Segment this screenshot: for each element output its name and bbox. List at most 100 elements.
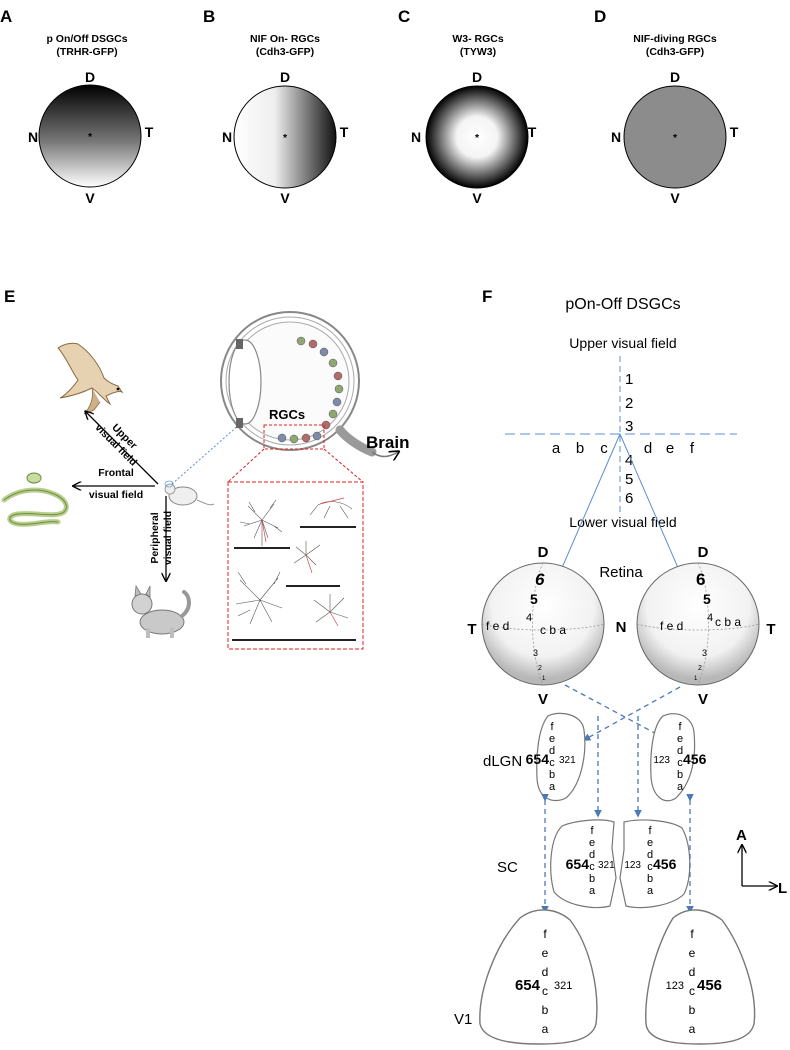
right-dlgn-letter-a: a [677,781,684,793]
nasal-label: N [222,129,232,145]
left-dlgn-nums-654: 654 [526,751,550,767]
hawk-icon [57,342,124,415]
right-dlgn-letter-e: e [677,733,683,745]
center-asterisk: * [475,132,480,144]
left-eye-num-3: 3 [533,648,538,658]
sc-label: SC [497,859,518,876]
right-dlgn-shape [650,713,696,802]
snake-icon [1,472,69,527]
left-v1-shape [479,909,598,1045]
left-eye-letters-cba: c b a [540,623,566,637]
left-eye-num-4: 4 [526,612,532,624]
center-asterisk: * [283,132,288,144]
temporal-label: T [528,124,537,140]
left-dlgn-letter-e: e [549,733,555,745]
vf-number-2: 2 [625,395,633,412]
ventral-label: V [85,190,95,206]
zoom-line-left [227,448,265,483]
right-eye-temporal: T [766,621,775,638]
frontal-field-label-1: Frontal [98,467,134,479]
left-dlgn-shape [536,712,586,802]
dorsal-label: D [670,69,680,85]
right-dlgn-letter-b: b [677,769,683,781]
mouse-icon [164,483,215,506]
right-eye-letters-cba: c b a [715,615,741,629]
ventral-label: V [670,190,680,206]
nasal-label: N [28,129,38,145]
left-eye-num-1: 1 [542,676,546,682]
ventral-label: V [472,190,482,206]
left-sc-letter-c: c [589,861,595,873]
panel-d-label: D [594,7,606,26]
vf-number-5: 5 [625,471,633,488]
right-sc-letter-c: c [647,861,653,873]
right-sc-letter-d: d [647,849,653,861]
retina-disc-a [38,84,142,188]
eye-highlight [164,480,174,488]
anterior-axis-label: A [736,827,747,844]
panel-a-title-2: (TRHR-GFP) [56,46,117,58]
zoom-line-right [323,448,364,483]
rgcs-label: RGCs [269,407,305,422]
vf-number-6: 6 [625,490,633,507]
left-dlgn-letter-d: d [549,745,555,757]
right-eye-sphere [636,562,760,686]
panel-a-label: A [0,7,12,26]
left-sc-letter-d: d [589,849,595,861]
peripheral-field-label-1: Peripheral [149,512,161,563]
right-v1-nums-456: 456 [697,977,722,994]
panel-c-title-2: (TYW3) [460,46,496,58]
panel-b-label: B [203,7,215,26]
right-sc-letter-f: f [648,825,652,837]
left-dlgn-letter-f: f [550,721,554,733]
panel-d: D NIF-diving RGCs (Cdh3-GFP) * D V N T [594,7,739,206]
left-v1-letter-f: f [543,927,547,941]
right-eye-num-1: 1 [694,676,698,682]
panel-c-title-1: W3- RGCs [452,33,503,45]
nasal-label: N [611,129,621,145]
vf-number-1: 1 [625,371,633,388]
vf-letter-b: b [576,440,584,457]
left-sc-letter-a: a [589,885,596,897]
vf-letter-c: c [600,440,608,457]
right-sc-letter-b: b [647,873,653,885]
center-asterisk: * [673,132,678,144]
vf-letter-f: f [690,440,695,457]
right-v1-letter-f: f [690,927,694,941]
left-eye-ventral: V [538,691,548,708]
left-sc-nums-321: 321 [598,860,615,871]
temporal-label: T [145,124,154,140]
upper-field-arrow [86,412,159,485]
temporal-label: T [340,124,349,140]
panel-c-label: C [398,7,410,26]
left-eye-letters-fed: f e d [486,619,509,633]
right-v1-nums-123: 123 [666,980,684,992]
v1-label: V1 [454,1011,472,1028]
right-dlgn-nums-123: 123 [653,755,670,766]
vf-number-4: 4 [625,452,633,469]
left-v1-nums-654: 654 [515,977,541,994]
peripheral-field-label-2: visual field [162,511,174,565]
temporal-label: T [730,124,739,140]
vf-letter-a: a [552,440,561,457]
lateral-axis-label: L [778,880,787,897]
right-eye-num-3: 3 [702,648,707,658]
left-v1-letter-c: c [542,984,548,998]
eye-icon [220,311,377,457]
vf-number-3: 3 [625,418,633,435]
retina-label: Retina [599,564,643,581]
panel-a-title-1: p On/Off DSGCs [46,33,127,45]
left-eye-temporal: T [467,621,476,638]
panel-b-title-2: (Cdh3-GFP) [256,46,314,58]
vf-letter-e: e [666,440,674,457]
right-v1-letter-c: c [689,984,695,998]
left-dlgn-letter-c: c [549,757,555,769]
dlgn-label: dLGN [483,753,522,770]
left-sc-letter-b: b [589,873,595,885]
retina-disc-d [623,85,727,189]
right-v1-letter-d: d [689,965,696,979]
panel-b-title-1: NIF On- RGCs [250,33,320,45]
panel-a: A p On/Off DSGCs (TRHR-GFP) * D V N T [0,7,154,206]
right-dlgn-letter-c: c [677,757,683,769]
